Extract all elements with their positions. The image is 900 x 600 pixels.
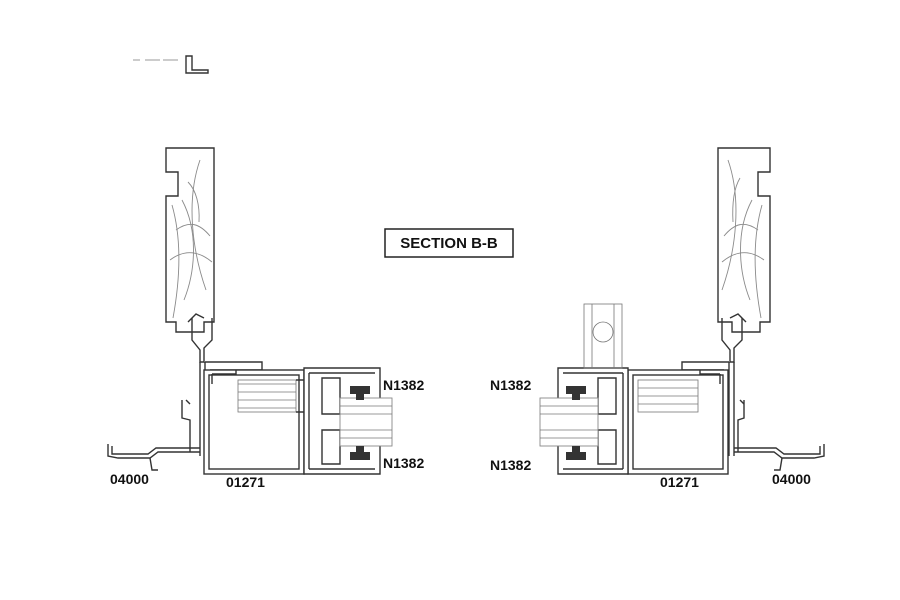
- right-gasket-bottom-label: N1382: [490, 457, 531, 473]
- left-jamb-clip: [187, 313, 213, 363]
- left-gasket-top: [350, 386, 370, 400]
- right-frame-profile: [627, 361, 729, 475]
- left-frame-label: 01271: [226, 474, 265, 490]
- left-gasket-bottom-label: N1382: [383, 455, 424, 471]
- left-sill-label: 04000: [110, 471, 149, 487]
- right-jamb-clip: [721, 313, 747, 363]
- right-gasket-top: [566, 386, 586, 400]
- left-sill-profile: [107, 399, 200, 471]
- right-sill-profile: [734, 399, 825, 471]
- right-glass-panel: [539, 397, 599, 447]
- left-assembly: 04000 01271 N1382 N1382: [107, 147, 424, 490]
- section-title: SECTION B-B: [400, 235, 498, 252]
- right-bracket: [583, 303, 623, 369]
- left-glass-panel: [339, 397, 393, 447]
- section-title-box: SECTION B-B: [384, 228, 514, 258]
- right-frame-label: 01271: [660, 474, 699, 490]
- left-frame-profile: [203, 361, 305, 475]
- right-gasket-bottom: [566, 446, 586, 460]
- top-fragment: [133, 55, 209, 74]
- right-vertical-stem: [728, 362, 735, 456]
- left-gasket-bottom: [350, 446, 370, 460]
- left-wood-jamb: [165, 147, 215, 333]
- left-gasket-top-label: N1382: [383, 377, 424, 393]
- right-gasket-top-label: N1382: [490, 377, 531, 393]
- right-sill-label: 04000: [772, 471, 811, 487]
- right-wood-jamb: [717, 147, 771, 333]
- right-assembly: N1382 N1382 01271 04000: [490, 147, 825, 490]
